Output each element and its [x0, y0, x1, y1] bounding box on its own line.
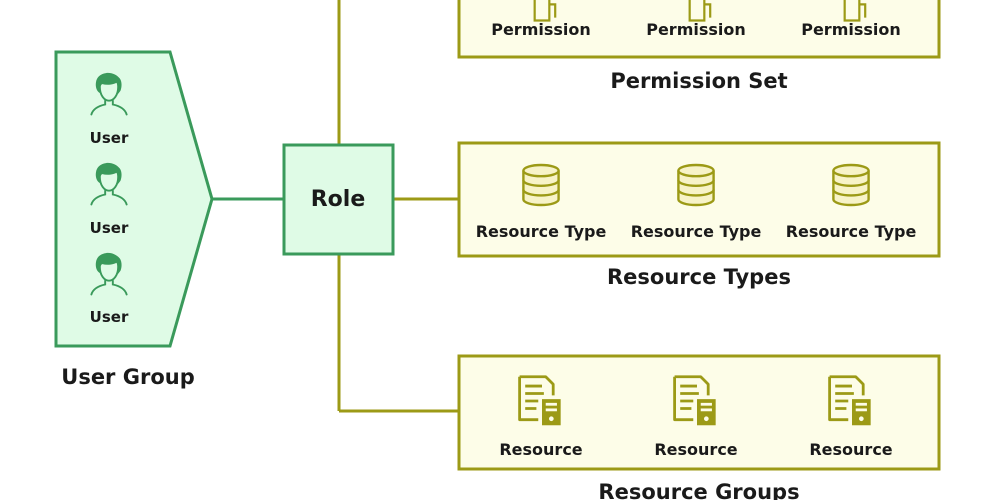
permission-set-title: Permission Set	[610, 69, 787, 93]
permission-label: Permission	[801, 20, 901, 39]
permission-item: Permission	[646, 0, 746, 39]
resource-type-item: Resource Type	[631, 163, 762, 241]
user-item: User	[90, 161, 129, 237]
resource-type-item: Resource Type	[786, 163, 917, 241]
resource-types: Resource Type Resource Type Resource Typ…	[457, 141, 941, 289]
resource-item: Resource	[499, 375, 583, 459]
connector-lines	[212, 0, 459, 413]
resource-item: Resource	[809, 375, 893, 459]
permission-set: Permission Permission Permission Permiss…	[457, 0, 941, 93]
database-icon	[521, 163, 561, 207]
user-label: User	[90, 308, 129, 326]
resource-type-label: Resource Type	[631, 222, 762, 241]
resource-type-label: Resource Type	[786, 222, 917, 241]
role-node: Role	[282, 143, 395, 256]
database-icon	[676, 163, 716, 207]
permission-label: Permission	[646, 20, 746, 39]
permission-label: Permission	[491, 20, 591, 39]
permission-item: Permission	[491, 0, 591, 39]
resource-type-item: Resource Type	[476, 163, 607, 241]
database-icon	[831, 163, 871, 207]
resource-item: Resource	[654, 375, 738, 459]
user-label: User	[90, 219, 129, 237]
resource-label: Resource	[654, 440, 737, 459]
resource-type-label: Resource Type	[476, 222, 607, 241]
resource-label: Resource	[809, 440, 892, 459]
user-item: User	[90, 251, 129, 326]
user-group: User User User User Group	[54, 50, 214, 389]
resource-groups-title: Resource Groups	[598, 480, 799, 500]
resource-types-title: Resource Types	[607, 265, 791, 289]
role-box	[282, 143, 395, 256]
role-label: Role	[311, 187, 366, 212]
user-item: User	[90, 71, 129, 147]
permission-item: Permission	[801, 0, 901, 39]
user-group-title: User Group	[61, 365, 194, 389]
permission-set-box	[457, 0, 941, 59]
resource-label: Resource	[499, 440, 582, 459]
user-group-shape	[54, 50, 214, 348]
user-label: User	[90, 129, 129, 147]
resource-groups: Resource Resource Resource Resource Grou…	[457, 354, 941, 500]
